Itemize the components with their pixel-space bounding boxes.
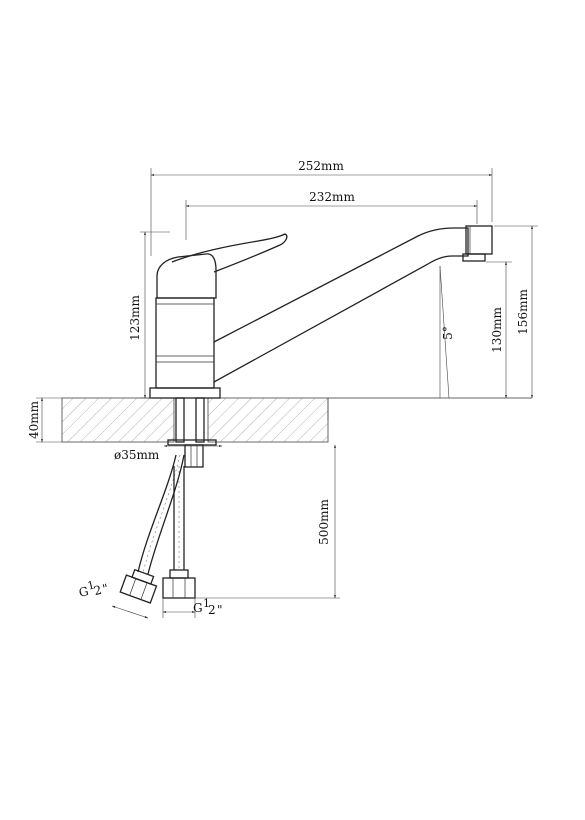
right-hose-fitting xyxy=(162,569,196,599)
spout-tube xyxy=(213,227,469,383)
dimension-labels: 252mm 232mm 123mm 130mm 156mm 5° 40mm ø3… xyxy=(27,159,530,617)
aerator-outlet xyxy=(462,253,486,262)
svg-text:2: 2 xyxy=(92,583,103,598)
svg-text:G: G xyxy=(77,584,90,600)
countertop xyxy=(61,397,532,443)
label-mount-diameter: ø35mm xyxy=(114,448,160,462)
mounting-stud-left xyxy=(175,397,185,443)
faucet-body xyxy=(149,233,288,399)
spout xyxy=(213,225,493,383)
svg-text:1: 1 xyxy=(203,597,210,610)
svg-text:1: 1 xyxy=(86,578,96,592)
dimension-lines xyxy=(36,168,538,619)
svg-text:2: 2 xyxy=(208,603,216,617)
left-hose-edge-b xyxy=(147,454,185,575)
svg-text:G: G xyxy=(193,601,203,615)
angle-reference-tilted xyxy=(439,265,450,399)
label-total-height: 156mm xyxy=(516,289,530,335)
left-hose-edge-a xyxy=(137,454,177,573)
body-cap xyxy=(156,253,217,299)
left-hose-fitting xyxy=(119,568,158,604)
label-right-thread: G 1 2 " xyxy=(193,597,223,617)
svg-text:": " xyxy=(217,603,223,617)
countertop-right-section xyxy=(207,397,329,443)
base-flange xyxy=(149,387,221,399)
label-overall-length: 252mm xyxy=(298,159,344,173)
label-counter-thickness: 40mm xyxy=(27,400,41,439)
mounting-stud-right xyxy=(195,397,205,443)
label-body-height: 123mm xyxy=(128,295,142,341)
flexible-hoses xyxy=(119,454,196,604)
svg-text:": " xyxy=(101,581,110,596)
label-spout-reach: 232mm xyxy=(309,190,355,204)
dim-left-thread-line xyxy=(111,605,149,619)
body-cylinder xyxy=(155,297,215,389)
countertop-left-section xyxy=(61,397,175,443)
label-left-thread: G 1 2 " xyxy=(77,578,110,600)
lever-handle xyxy=(171,233,288,273)
label-spout-angle: 5° xyxy=(441,326,455,340)
label-outlet-height: 130mm xyxy=(490,307,504,353)
mounting-nut xyxy=(184,444,204,468)
label-hose-length: 500mm xyxy=(317,499,331,545)
